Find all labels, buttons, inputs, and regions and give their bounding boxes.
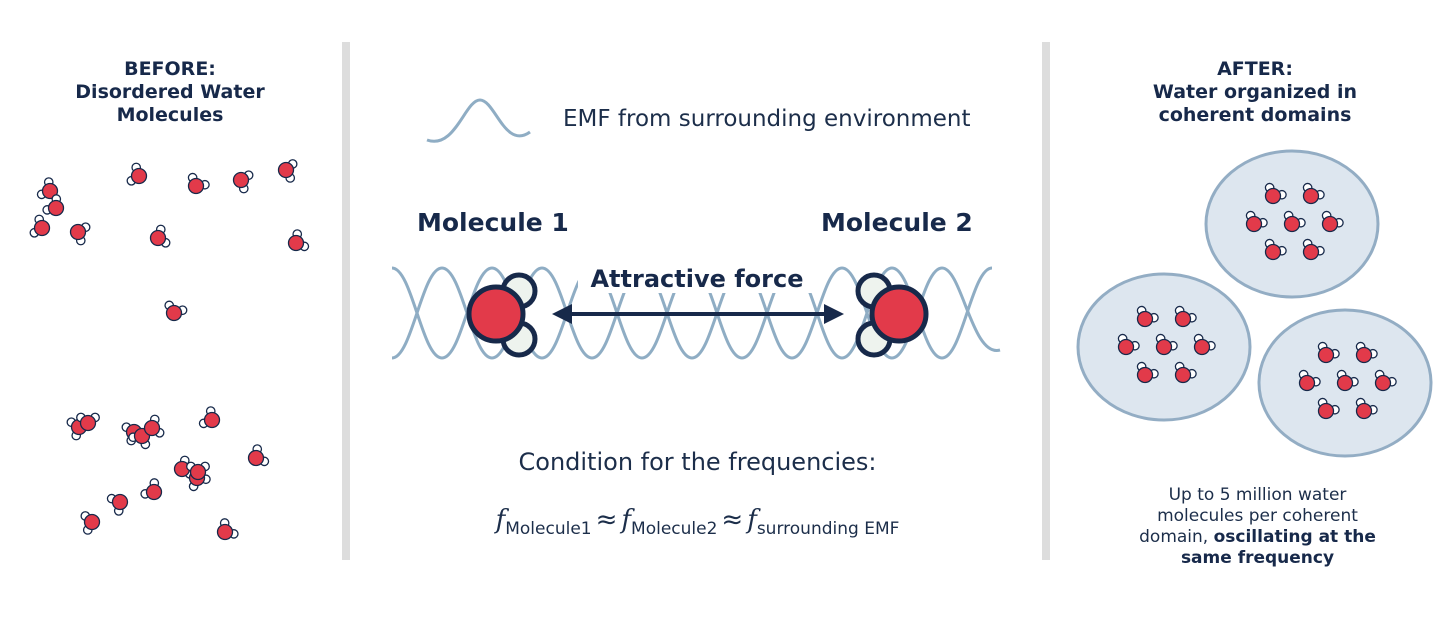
frequency-condition-label: Condition for the frequencies: [480,448,915,476]
formula-approx-2: ≈ [717,505,747,535]
formula-sub-surrounding-emf: surrounding EMF [757,519,900,539]
emf-legend-label: EMF from surrounding environment [563,106,971,132]
water-molecule-icon [107,494,127,515]
water-molecule-icon [145,415,164,437]
emf-legend-wave-icon [427,100,530,141]
formula-f-2: f [621,505,631,535]
water-molecule-icon [141,479,162,500]
formula-f-1: f [496,505,506,535]
water-molecule-icon [127,163,146,185]
disordered-water-molecules [30,160,308,540]
water-molecule-icon [199,407,219,428]
water-molecule-icon [289,230,309,251]
coherent-domain-caption: Up to 5 million water molecules per cohe… [1130,485,1385,569]
molecule-2-label: Molecule 2 [821,208,973,237]
molecule-1-label: Molecule 1 [417,208,569,237]
attractive-force-label: Attractive force [578,265,816,293]
formula-approx-1: ≈ [592,505,622,535]
water-molecule-icon [234,171,253,193]
water-molecule-icon [81,512,99,534]
water-molecule-icon [249,445,269,466]
water-molecule-icon [165,301,187,320]
formula-f-3: f [747,505,757,535]
water-molecule-icon [188,173,209,193]
water-molecule-icon [71,223,90,245]
water-molecule-icon [30,215,49,237]
formula-sub-molecule1: Molecule1 [505,519,591,539]
frequency-formula: fMolecule1≈fMolecule2≈fsurrounding EMF [470,505,925,539]
water-molecule-icon [279,160,297,182]
formula-sub-molecule2: Molecule2 [631,519,717,539]
water-molecule-icon [218,519,239,540]
water-molecule-icon [151,225,170,247]
